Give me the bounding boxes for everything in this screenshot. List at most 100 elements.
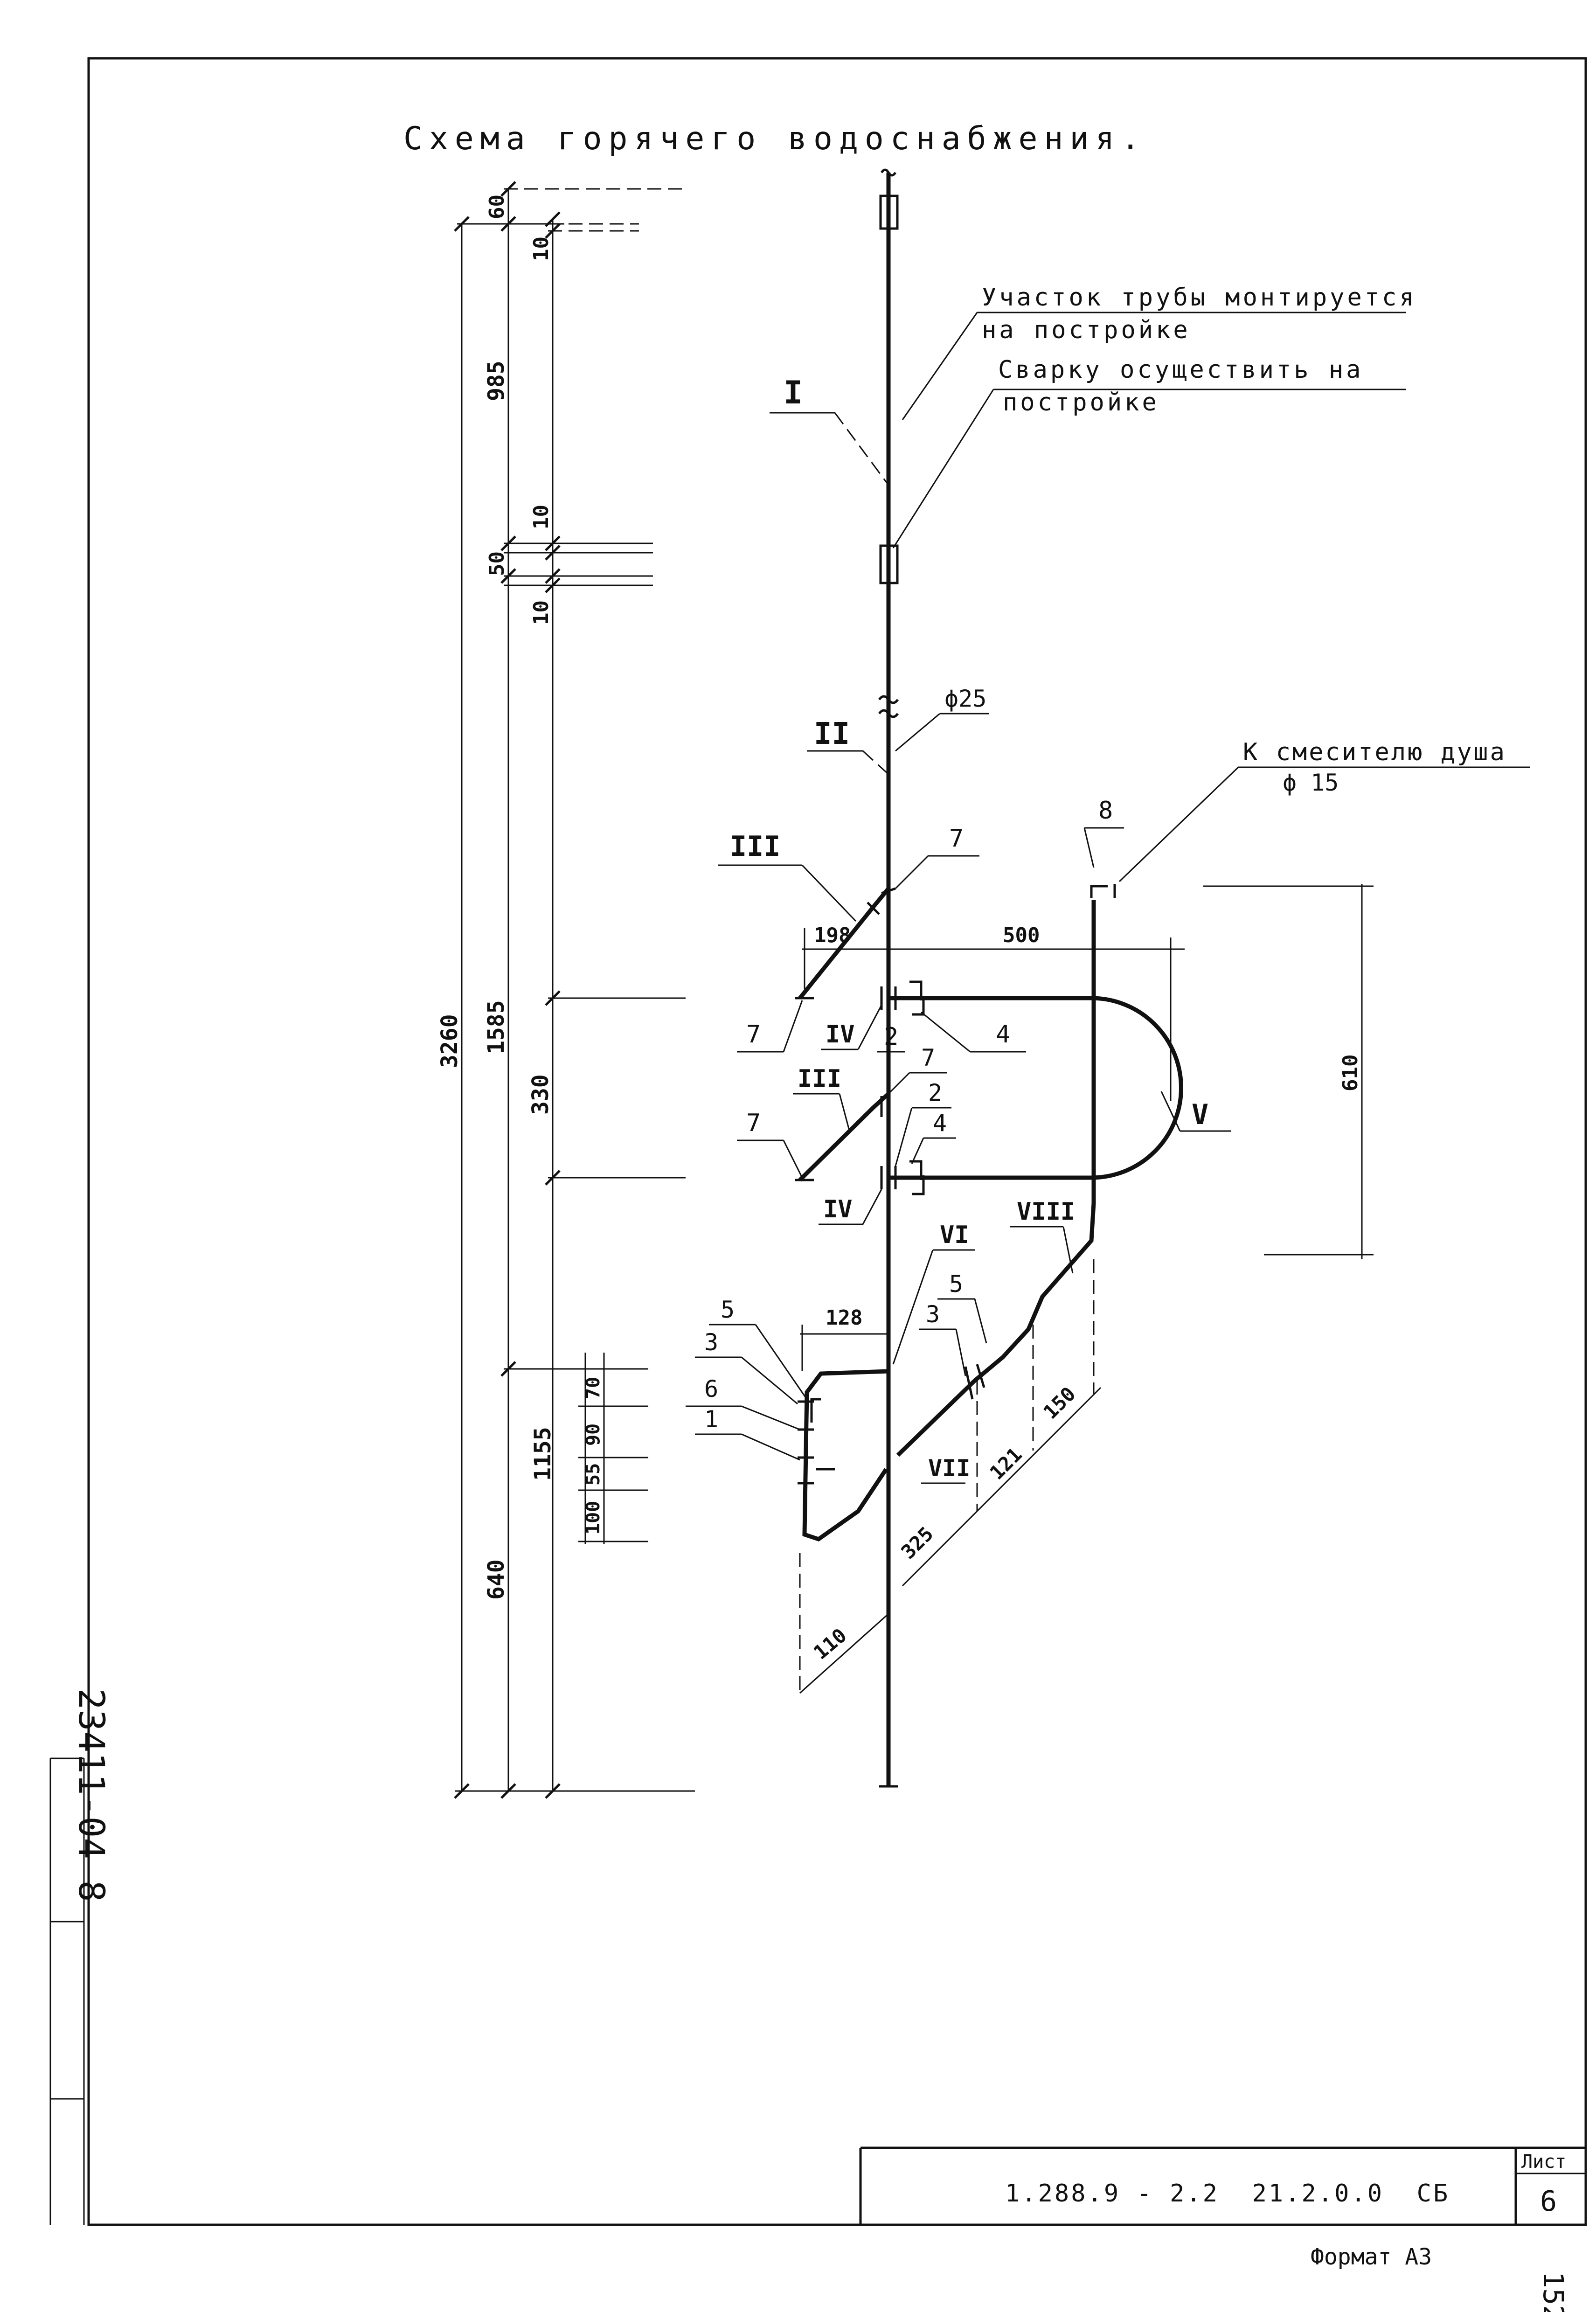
dim-500: 500 <box>1003 923 1040 947</box>
dim-100: 100 <box>583 1501 604 1534</box>
leader-welding <box>892 389 994 548</box>
joint-mark <box>964 1366 974 1400</box>
leader-4 <box>921 1011 971 1053</box>
part-7-mid: 7 <box>921 1044 935 1071</box>
leader-7 <box>895 855 929 889</box>
dim-640: 640 <box>483 1559 509 1600</box>
leader-2-lower <box>895 1107 913 1166</box>
dim-50: 50 <box>485 551 509 576</box>
leader-diameter <box>895 713 940 752</box>
label-IV-bottom: IV <box>823 1195 853 1223</box>
part-5-right: 5 <box>949 1271 963 1298</box>
dim-330: 330 <box>527 1074 554 1115</box>
note-welding-line1: Сварку осуществить на <box>998 356 1363 384</box>
joint-mark <box>976 1364 985 1388</box>
part-3-left: 3 <box>704 1329 718 1356</box>
leader-pipe-section <box>902 312 978 420</box>
label-III-bottom: III <box>798 1065 841 1093</box>
dimension-ticks <box>454 181 561 1799</box>
shower-riser-pipe <box>896 900 1096 1457</box>
part-2-lower: 2 <box>928 1079 942 1106</box>
leader-VI <box>892 1250 934 1365</box>
leader-II <box>862 750 889 775</box>
part-7-lower-left: 7 <box>746 1109 761 1137</box>
label-VI: VI <box>940 1221 969 1249</box>
shower-outlet-mark <box>1090 885 1108 898</box>
label-II: II <box>814 717 850 751</box>
part-4-top: 4 <box>996 1021 1010 1048</box>
fitting-mark <box>909 980 923 1000</box>
leader-4-lower <box>911 1138 924 1164</box>
sheet-label: Лист <box>1521 2151 1566 2173</box>
dim-198: 198 <box>814 923 851 947</box>
part-2-top: 2 <box>884 1023 898 1051</box>
dim-1155: 1155 <box>530 1427 556 1481</box>
part-1: 1 <box>704 1406 718 1433</box>
dim-128: 128 <box>826 1306 862 1330</box>
fitting-mark <box>912 1175 925 1195</box>
label-V: V <box>1192 1098 1208 1131</box>
branch-pipe-VI <box>802 1369 889 1541</box>
leader-VIII <box>1062 1226 1074 1274</box>
dim-70: 70 <box>583 1377 604 1399</box>
leader-I <box>834 412 889 486</box>
coupling-middle <box>879 544 899 584</box>
note-pipe-section-line1: Участок трубы монтируется <box>982 284 1417 312</box>
label-I: I <box>784 375 803 411</box>
joint-mark <box>867 902 880 915</box>
dim-150: 150 <box>1039 1382 1080 1423</box>
note-pipe-section-line2: на постройке <box>982 316 1191 344</box>
leader-3-right <box>955 1329 966 1376</box>
dim-line-110 <box>799 1613 889 1694</box>
drawing-designation: 1.288.9 - 2.2 21.2.0.0 СБ <box>1005 2180 1450 2208</box>
shower-diameter-label: ϕ 15 <box>1283 769 1339 796</box>
dim-line-diagonal <box>902 1387 1102 1587</box>
leader-IV-bottom <box>862 1189 882 1225</box>
leader-5 <box>755 1324 808 1400</box>
part-7-right: 7 <box>949 825 964 853</box>
dim-3260: 3260 <box>437 1014 463 1068</box>
fitting-mark <box>810 1398 821 1423</box>
leader-7-lower <box>783 1140 803 1178</box>
dim-610: 610 <box>1339 1055 1362 1091</box>
label-IV-top: IV <box>826 1021 855 1048</box>
break-mark-middle <box>878 695 899 718</box>
dim-110: 110 <box>809 1624 851 1664</box>
label-III-top: III <box>730 830 780 863</box>
dim-10-b: 10 <box>529 505 553 529</box>
note-welding-line2: постройке <box>1003 389 1159 417</box>
main-diameter-label: ϕ25 <box>944 685 986 712</box>
dim-10-a: 10 <box>529 236 553 261</box>
joint-mark <box>881 887 896 895</box>
leader-V <box>1160 1091 1181 1132</box>
note-shower-mixer: К смесителю душа <box>1243 738 1506 766</box>
part-3-right: 3 <box>926 1301 940 1328</box>
leader-shower <box>1118 766 1239 882</box>
part-6: 6 <box>704 1375 718 1402</box>
part-4-lower: 4 <box>933 1110 947 1137</box>
dim-90: 90 <box>583 1423 604 1446</box>
leader-8 <box>1083 827 1095 868</box>
dim-985: 985 <box>483 361 509 401</box>
dim-60: 60 <box>485 194 509 219</box>
dim-55: 55 <box>583 1463 604 1486</box>
leader-3 <box>741 1356 798 1405</box>
leader-III-top <box>801 864 857 922</box>
part-5-left: 5 <box>721 1296 735 1323</box>
label-VII: VII <box>928 1455 970 1482</box>
format-label: Формат А3 <box>1311 2244 1432 2270</box>
leader-IV <box>857 1005 882 1050</box>
leader-5-right <box>974 1298 987 1344</box>
leader-6 <box>741 1405 800 1430</box>
offset-pipe-lower <box>798 1092 890 1182</box>
coupling-top <box>879 194 899 230</box>
loop-pipe-V <box>888 996 1183 1180</box>
page-number: 152 <box>1537 2271 1569 2312</box>
drawing-frame <box>87 57 1587 2226</box>
leader-1 <box>741 1433 800 1461</box>
part-7-left: 7 <box>746 1021 761 1048</box>
drawing-title: Схема горячего водоснабжения. <box>403 120 1146 157</box>
leader-III-bottom <box>839 1093 850 1129</box>
side-inscription: 23411-04 8 <box>71 1688 112 1902</box>
